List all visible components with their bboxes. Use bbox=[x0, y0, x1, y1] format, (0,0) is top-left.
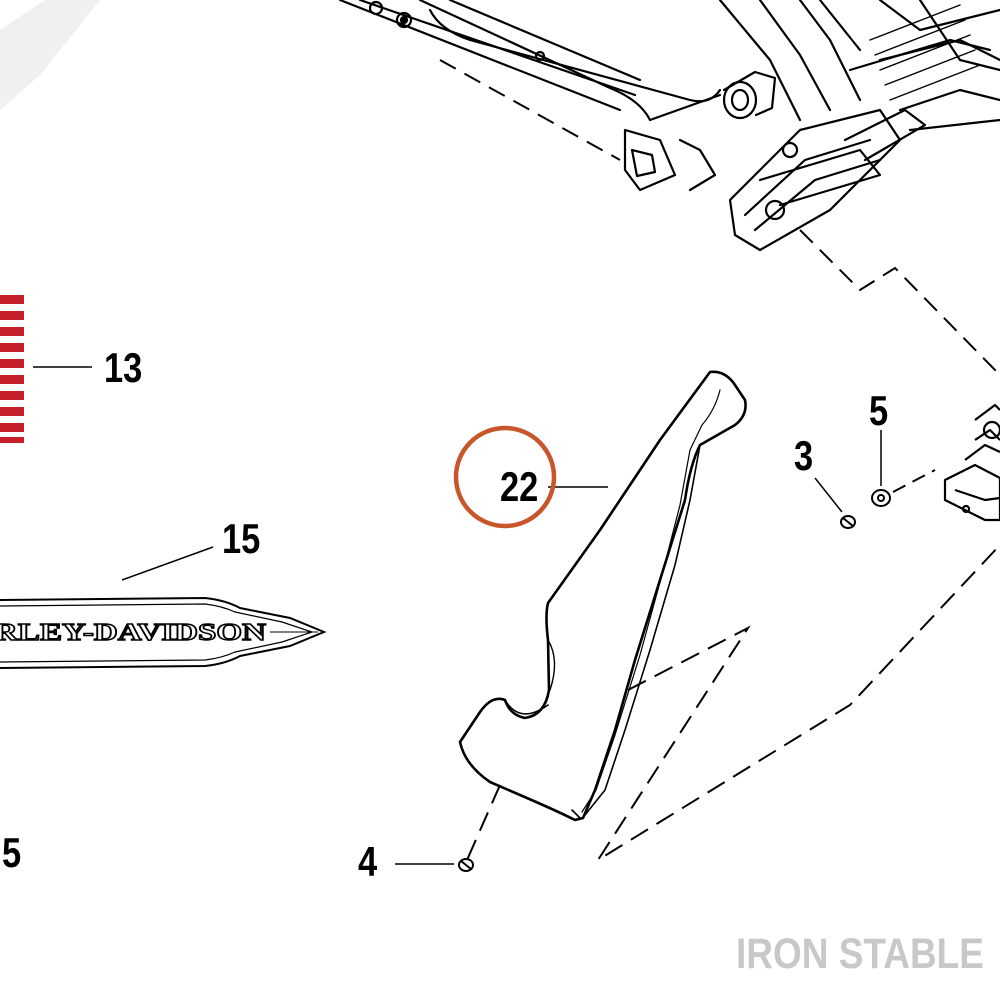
leader-15 bbox=[121, 546, 214, 581]
cover-leader-lines bbox=[466, 544, 1000, 861]
stripe-decal bbox=[0, 295, 24, 443]
callout-5: 5 bbox=[869, 387, 889, 434]
callout-5-partial: 5 bbox=[2, 829, 22, 876]
callout-22: 22 bbox=[500, 463, 539, 510]
callout-13: 13 bbox=[104, 344, 143, 391]
cover-part bbox=[458, 370, 747, 822]
watermark-text: IRON STABLE bbox=[736, 930, 984, 978]
right-bracket bbox=[943, 403, 1000, 522]
dash-5 bbox=[892, 469, 936, 493]
frame-leader-lines bbox=[439, 59, 1000, 376]
callout-15: 15 bbox=[222, 515, 261, 562]
highlight-circle bbox=[453, 425, 557, 529]
leader-3 bbox=[814, 477, 843, 513]
frame-assembly bbox=[338, 0, 1000, 252]
callout-4: 4 bbox=[358, 838, 378, 885]
washer-5 bbox=[871, 489, 891, 507]
background-shape bbox=[0, 0, 100, 110]
screw-3 bbox=[840, 515, 856, 529]
emblem-text: RLEY-DAVIDSON bbox=[0, 620, 267, 646]
emblem-badge bbox=[0, 596, 327, 669]
screw-4 bbox=[458, 858, 474, 872]
callout-3: 3 bbox=[794, 432, 814, 479]
